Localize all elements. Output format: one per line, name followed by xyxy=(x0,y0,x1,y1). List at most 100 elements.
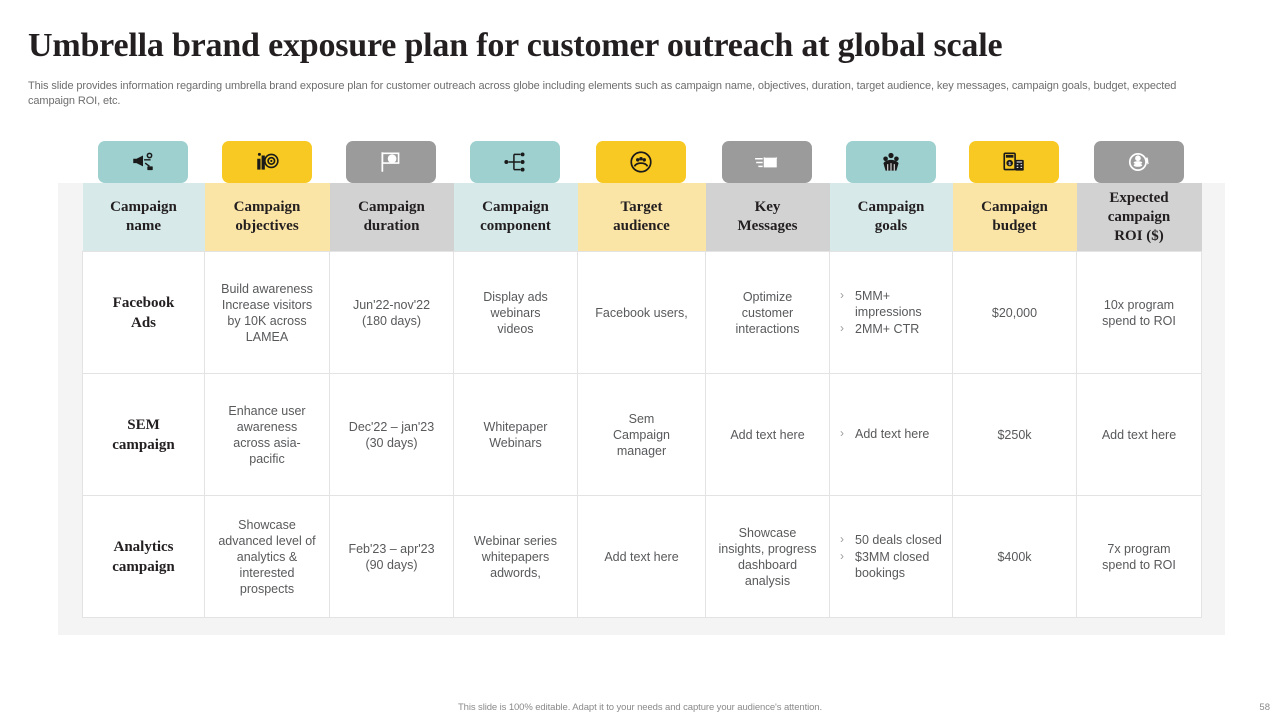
column-header-0: Campaign name xyxy=(82,183,205,252)
cell-name[interactable]: Facebook Ads xyxy=(82,251,205,374)
cell-duration[interactable]: Feb'23 – apr'23 (90 days) xyxy=(329,495,454,618)
cell-budget[interactable]: $400k xyxy=(952,495,1077,618)
goal-list: 5MM+ impressions2MM+ CTR xyxy=(830,287,952,337)
goal-list-item: 2MM+ CTR xyxy=(840,320,946,337)
cell-text: Build awareness Increase visitors by 10K… xyxy=(221,281,313,344)
table-panel: Campaign name Campaign objectives Campaign… xyxy=(58,183,1225,635)
cell-audience[interactable]: Facebook users, xyxy=(577,251,706,374)
column-header-label: Campaign goals xyxy=(857,199,925,234)
cell-text: Webinar series whitepapers adwords, xyxy=(473,533,558,580)
column-header-label: Campaign component xyxy=(480,199,551,234)
cell-objectives[interactable]: Showcase advanced level of analytics & i… xyxy=(204,495,330,618)
column-header-4: Target audience xyxy=(577,183,706,252)
cell-roi[interactable]: 10x program spend to ROI xyxy=(1076,251,1202,374)
cell-audience[interactable]: Sem Campaign manager xyxy=(577,373,706,496)
campaign-table: Campaign name Campaign objectives Campaign… xyxy=(82,183,1202,618)
megaphone-icon xyxy=(130,149,156,175)
page-title: Umbrella brand exposure plan for custome… xyxy=(28,27,1003,64)
budget-calc-icon: $ xyxy=(1001,149,1027,175)
tile-slot-0 xyxy=(82,141,204,185)
header-icon-tile[interactable] xyxy=(470,141,560,183)
cell-text: $20,000 xyxy=(991,305,1038,320)
cell-name[interactable]: Analytics campaign xyxy=(82,495,205,618)
cell-budget[interactable]: $250k xyxy=(952,373,1077,496)
table-row: Facebook Ads Build awareness Increase vis… xyxy=(82,251,1202,374)
cell-text: Add text here xyxy=(604,549,679,564)
cell-goals[interactable]: 50 deals closed$3MM closed bookings xyxy=(829,495,953,618)
cell-text: Sem Campaign manager xyxy=(613,411,670,458)
icon-tile-row: $$ xyxy=(82,141,1225,185)
cell-text: 10x program spend to ROI xyxy=(1102,297,1176,328)
cell-text: Jun'22-nov'22 (180 days) xyxy=(352,297,431,328)
goal-list-item: Add text here xyxy=(840,425,946,442)
goal-list-item: 50 deals closed xyxy=(840,531,946,548)
header-icon-tile[interactable] xyxy=(221,141,312,183)
cell-name[interactable]: SEM campaign xyxy=(82,373,205,496)
cell-objectives[interactable]: Build awareness Increase visitors by 10K… xyxy=(204,251,330,374)
cell-text: Facebook Ads xyxy=(112,294,175,331)
header-icon-tile[interactable]: $ xyxy=(969,141,1059,183)
roi-coin-icon: $ xyxy=(1126,149,1152,175)
cell-roi[interactable]: Add text here xyxy=(1076,373,1202,496)
cell-component[interactable]: Display ads webinars videos xyxy=(453,251,578,374)
cell-goals[interactable]: 5MM+ impressions2MM+ CTR xyxy=(829,251,953,374)
column-header-7: Campaign budget xyxy=(952,183,1077,252)
cell-messages[interactable]: Showcase insights, progress dashboard an… xyxy=(705,495,830,618)
goal-group-icon xyxy=(878,149,904,175)
goal-list-item: 5MM+ impressions xyxy=(840,287,946,320)
cell-text: Add text here xyxy=(730,427,805,442)
page-subtitle: This slide provides information regardin… xyxy=(28,80,1177,107)
goal-list-item: $3MM closed bookings xyxy=(840,548,946,581)
svg-text:$: $ xyxy=(1136,156,1139,161)
cell-text: $250k xyxy=(997,427,1032,442)
cell-roi[interactable]: 7x program spend to ROI xyxy=(1076,495,1202,618)
cell-text: Enhance user awareness across asia- paci… xyxy=(228,403,306,466)
column-header-3: Campaign component xyxy=(453,183,578,252)
cell-duration[interactable]: Dec'22 – jan'23 (30 days) xyxy=(329,373,454,496)
cell-text: $400k xyxy=(997,549,1032,564)
page-number: 58 xyxy=(1259,702,1270,713)
cell-duration[interactable]: Jun'22-nov'22 (180 days) xyxy=(329,251,454,374)
cell-text: Optimize customer interactions xyxy=(735,289,800,336)
column-header-5: Key Messages xyxy=(705,183,830,252)
cell-component[interactable]: Whitepaper Webinars xyxy=(453,373,578,496)
column-header-label: Key Messages xyxy=(737,199,798,234)
cell-audience[interactable]: Add text here xyxy=(577,495,706,618)
cell-component[interactable]: Webinar series whitepapers adwords, xyxy=(453,495,578,618)
header-icon-tile[interactable] xyxy=(722,141,812,183)
cell-text: SEM campaign xyxy=(112,416,175,453)
cell-text: 7x program spend to ROI xyxy=(1102,541,1176,572)
tile-slot-3 xyxy=(453,141,577,185)
cell-budget[interactable]: $20,000 xyxy=(952,251,1077,374)
cell-text: Whitepaper Webinars xyxy=(483,419,548,450)
cell-messages[interactable]: Add text here xyxy=(705,373,830,496)
header-icon-tile[interactable] xyxy=(596,141,686,183)
node-tree-icon xyxy=(502,149,528,175)
svg-text:$: $ xyxy=(1008,161,1011,166)
cell-messages[interactable]: Optimize customer interactions xyxy=(705,251,830,374)
cell-goals[interactable]: Add text here xyxy=(829,373,953,496)
cell-text: Showcase advanced level of analytics & i… xyxy=(218,517,316,596)
audience-icon xyxy=(628,149,654,175)
cell-objectives[interactable]: Enhance user awareness across asia- paci… xyxy=(204,373,330,496)
column-header-label: Campaign duration xyxy=(358,199,425,234)
column-header-label: Campaign name xyxy=(110,199,177,234)
target-hand-icon xyxy=(254,149,280,175)
tile-slot-6 xyxy=(829,141,952,185)
header-icon-tile[interactable]: $ xyxy=(1093,141,1184,183)
header-icon-tile[interactable] xyxy=(346,141,436,183)
column-header-2: Campaign duration xyxy=(329,183,454,252)
clock-sign-icon xyxy=(378,149,404,175)
table-row: SEM campaign Enhance user awareness acros… xyxy=(82,373,1202,496)
header-icon-tile[interactable] xyxy=(845,141,936,183)
cell-text: Showcase insights, progress dashboard an… xyxy=(718,525,817,588)
tile-slot-5 xyxy=(705,141,829,185)
cell-text: Facebook users, xyxy=(595,305,688,320)
column-header-1: Campaign objectives xyxy=(204,183,330,252)
header-icon-tile[interactable] xyxy=(98,141,188,183)
tile-slot-2 xyxy=(329,141,453,185)
tile-slot-1 xyxy=(204,141,329,185)
mail-send-icon xyxy=(754,149,780,175)
